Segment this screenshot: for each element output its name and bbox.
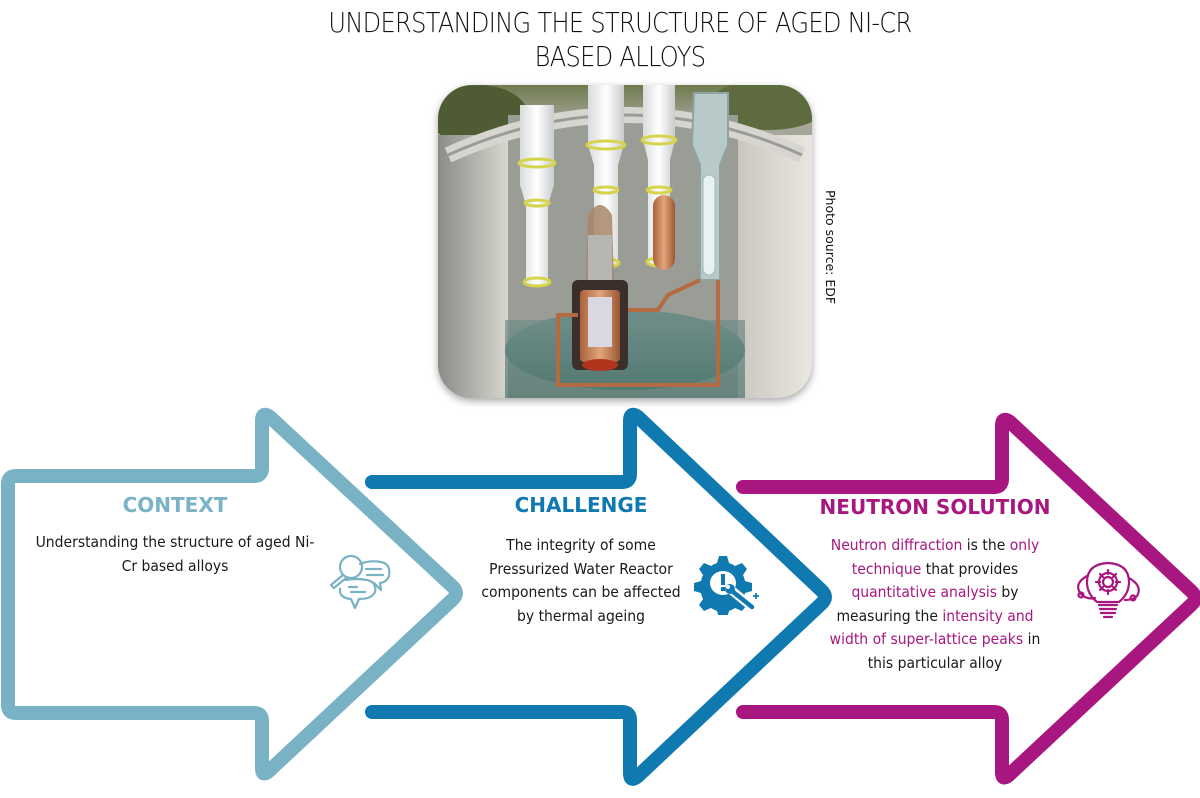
challenge-arrow <box>365 407 832 786</box>
challenge-block: CHALLENGE The integrity of some Pressuri… <box>463 493 699 628</box>
solution-text-segment: Neutron diffraction <box>830 536 963 554</box>
solution-arrow <box>736 412 1200 785</box>
context-text: Understanding the structure of aged Ni-C… <box>35 533 315 575</box>
solution-text-segment: in this particular alloy <box>867 630 1041 672</box>
page-title-line-1: UNDERSTANDING THE STRUCTURE OF AGED NI-C… <box>328 6 912 39</box>
reactor-photo <box>438 85 812 398</box>
solution-text-segment: intensity and width of super-lattice pea… <box>829 606 1034 649</box>
solution-text-segment: that provides <box>921 559 1019 578</box>
solution-heading: NEUTRON SOLUTION <box>819 495 1051 519</box>
solution-text-segment: only technique <box>851 536 1040 578</box>
lightbulb-gear-atom-icon <box>1077 561 1140 619</box>
solution-text: Neutron diffraction is the only techniqu… <box>826 534 1044 675</box>
challenge-heading: CHALLENGE <box>514 493 648 517</box>
context-heading: CONTEXT <box>122 493 228 517</box>
solution-text-segment: quantitative analysis <box>851 583 998 601</box>
magnifier-speech-bubbles-icon <box>329 554 391 610</box>
context-block: CONTEXT Understanding the structure of a… <box>20 493 330 578</box>
solution-text-segment: by measuring the <box>836 583 1019 625</box>
context-arrow <box>1 407 463 781</box>
page-title-line-2: BASED ALLOYS <box>534 40 706 73</box>
gear-warning-wrench-icon <box>694 556 759 615</box>
solution-text-segment: is the <box>962 536 1010 554</box>
solution-block: NEUTRON SOLUTION Neutron diffraction is … <box>814 495 1056 675</box>
challenge-text: The integrity of some Pressurized Water … <box>481 536 681 625</box>
